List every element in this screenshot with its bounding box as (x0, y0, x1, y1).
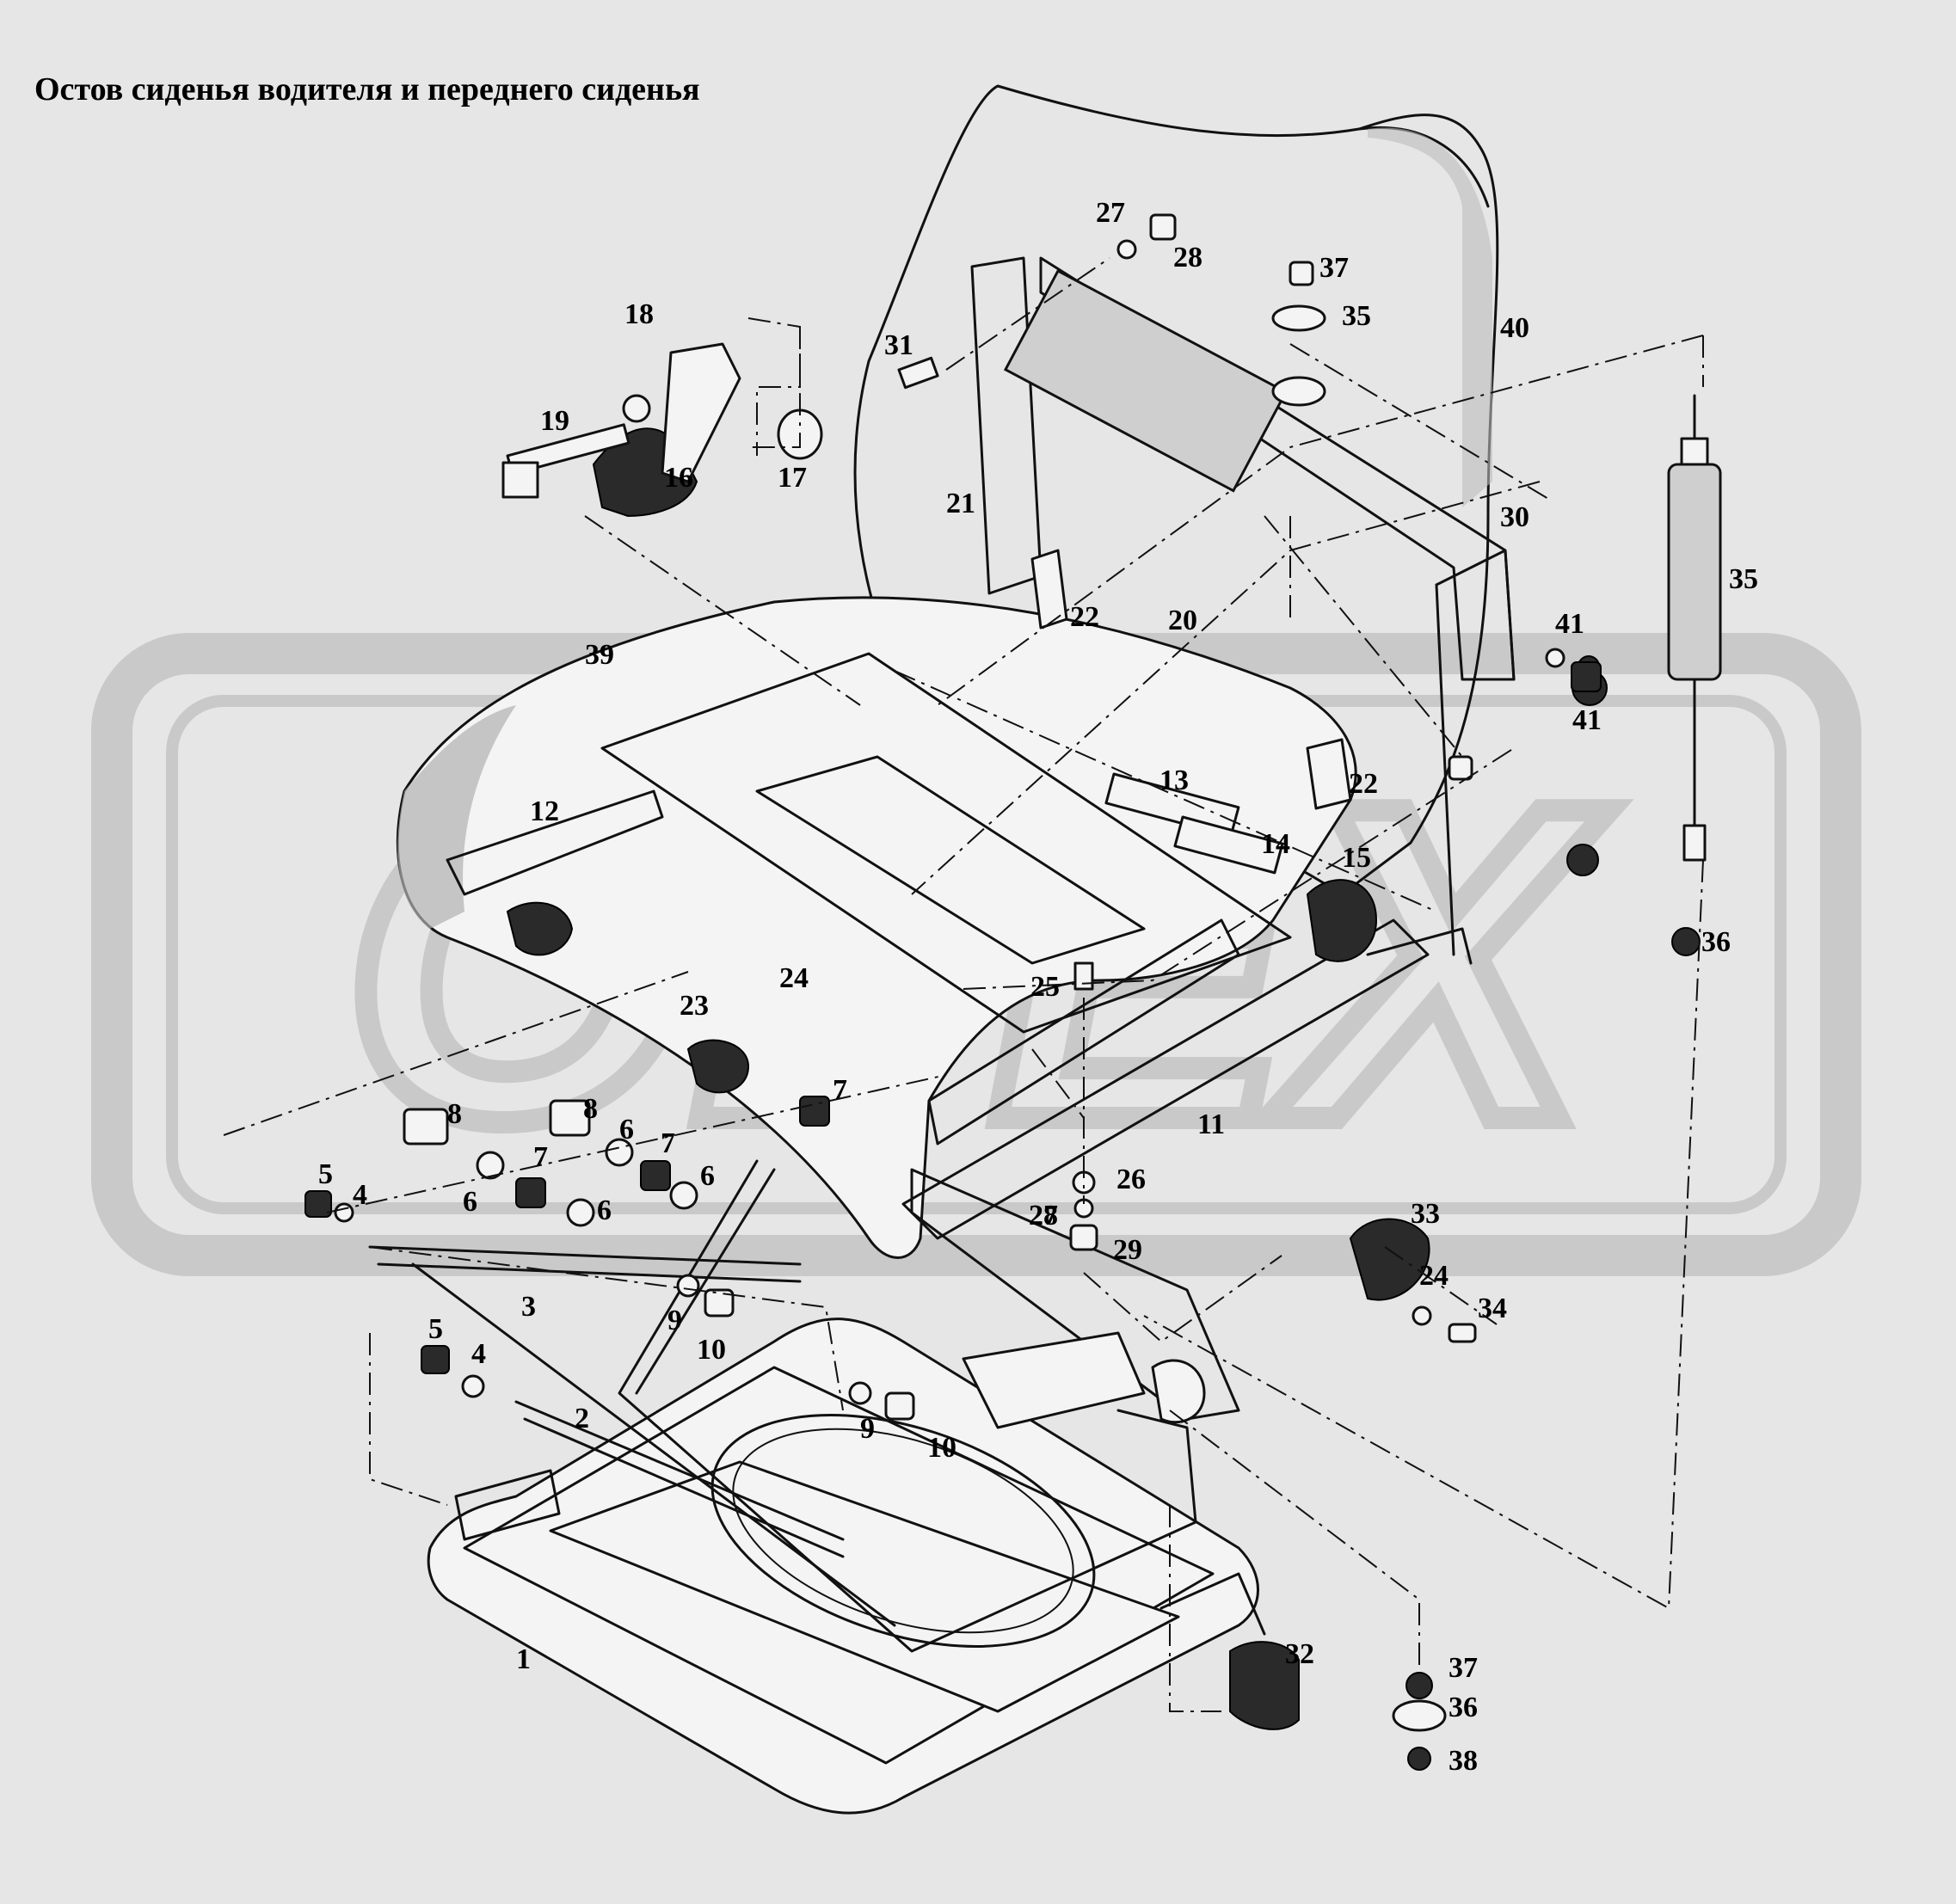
callout-label: 36 (1449, 1692, 1478, 1723)
callout-label: 40 (1500, 312, 1529, 344)
callout-label: 4 (353, 1179, 367, 1211)
callout-label: 8 (447, 1098, 462, 1130)
callout-label: 5 (428, 1313, 443, 1345)
callout-label: 12 (530, 795, 559, 827)
callout-label: 6 (597, 1195, 612, 1226)
slide-rails (446, 789, 1473, 1240)
callout-label: 21 (946, 488, 975, 519)
callout-label: 6 (619, 1114, 634, 1145)
callout-label: 28 (1173, 242, 1203, 273)
callout-label: 23 (680, 990, 709, 1022)
seat-back (853, 84, 1516, 956)
callout-label: 25 (1030, 971, 1060, 1003)
callout-label: 1 (516, 1643, 531, 1675)
callout-label: 33 (1411, 1198, 1440, 1230)
callout-label: 20 (1168, 605, 1197, 636)
callout-label: 10 (697, 1334, 726, 1366)
callout-label: 6 (700, 1160, 715, 1192)
callout-label: 37 (1449, 1652, 1478, 1684)
callout-label: 30 (1500, 501, 1529, 533)
callout-label: 7 (661, 1127, 675, 1159)
callout-label: 15 (1342, 842, 1371, 874)
callout-label: 35 (1729, 563, 1758, 595)
callout-label: 3 (521, 1291, 536, 1323)
callout-label: 26 (1116, 1164, 1146, 1195)
callout-label: 36 (1701, 926, 1731, 958)
callout-label: 38 (1449, 1745, 1478, 1777)
callout-label: 11 (1197, 1109, 1225, 1140)
callout-label: 22 (1349, 768, 1378, 800)
callout-label: 19 (540, 405, 569, 437)
callout-label: 28 (1029, 1200, 1058, 1231)
small-fasteners (304, 213, 1602, 1771)
lever-assembly (501, 342, 823, 518)
callout-label: 7 (533, 1141, 548, 1173)
callout-label: 16 (664, 462, 693, 494)
callout-label: 8 (583, 1093, 598, 1125)
gas-spring (1667, 394, 1722, 862)
callout-label: 14 (1261, 828, 1290, 860)
base-plate (427, 1317, 1266, 1815)
callout-label: 4 (471, 1338, 486, 1370)
callout-label: 24 (779, 962, 809, 994)
callout-label: 2 (575, 1403, 589, 1434)
callout-label: 32 (1285, 1638, 1314, 1670)
callout-label: 10 (927, 1432, 956, 1464)
callout-label: 18 (624, 298, 654, 330)
callout-label: 39 (585, 639, 614, 671)
callout-label: 17 (778, 462, 807, 494)
callout-label: 35 (1342, 300, 1371, 332)
assembly-axis-lines (223, 257, 1704, 1712)
callout-label: 34 (1478, 1293, 1507, 1324)
callout-label: 6 (463, 1186, 477, 1218)
callout-label: 37 (1319, 252, 1349, 284)
callout-labels: 1 2 3 4 4 5 5 6 6 6 6 7 7 7 8 8 9 9 10 1… (318, 197, 1758, 1777)
callout-label: 13 (1159, 765, 1189, 796)
callout-label: 31 (884, 329, 913, 361)
callout-label: 41 (1555, 608, 1584, 640)
callout-label: 22 (1070, 601, 1099, 633)
callout-label: 27 (1096, 197, 1125, 229)
callout-label: 27 (1029, 1200, 1058, 1231)
callout-label: 41 (1572, 704, 1602, 736)
callout-label: 7 (833, 1074, 847, 1106)
callout-label: 5 (318, 1158, 333, 1190)
callout-label: 29 (1113, 1234, 1142, 1266)
page-title: Остов сиденья водителя и переднего сиден… (34, 71, 700, 107)
callout-label: 24 (1419, 1260, 1449, 1292)
callout-label: 9 (860, 1413, 875, 1445)
callout-label: 9 (667, 1305, 682, 1336)
